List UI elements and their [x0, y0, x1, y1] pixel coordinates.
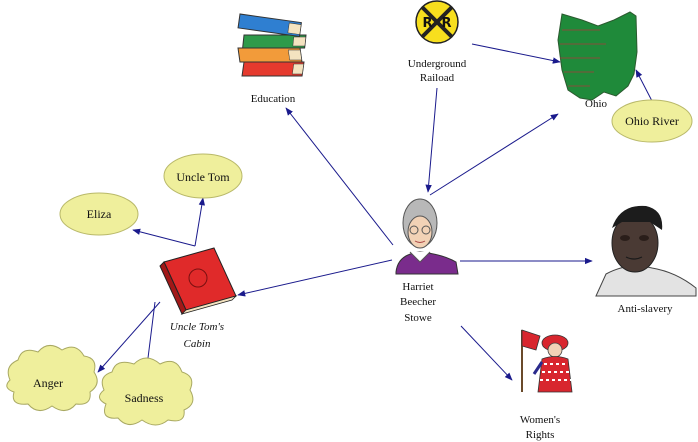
eliza-node — [59, 192, 139, 236]
stowe-portrait-icon — [395, 198, 459, 275]
ohio-river-label: Ohio River — [625, 114, 679, 128]
uncle-tom-label: Uncle Tom — [176, 170, 230, 184]
eliza-label: Eliza — [87, 207, 112, 221]
edge-railroad-stowe — [425, 87, 438, 193]
ohio-state-icon — [557, 11, 638, 101]
railroad-crossing-icon: R R — [415, 0, 459, 44]
center-label-line2: Beecher — [400, 296, 436, 308]
cabin-label-line1: Uncle Tom's — [170, 321, 224, 333]
anger-label: Anger — [33, 376, 63, 390]
railroad-sign-text: R R — [422, 16, 451, 31]
edge-cabin-eliza — [132, 228, 196, 247]
edge-railroad-ohio — [471, 43, 561, 64]
uncle-tom-node — [163, 153, 243, 199]
underground-label-line1: Underground — [408, 58, 467, 70]
underground-label-line2: Raiload — [420, 72, 455, 84]
cabin-book-icon — [159, 247, 238, 315]
ohio-label: Ohio — [585, 98, 608, 110]
womens-rights-figure-icon — [521, 329, 573, 393]
edge-stowe-womensrights — [460, 325, 513, 381]
books-stack-icon — [237, 13, 307, 77]
edge-cabin-anger — [97, 301, 161, 373]
womens-rights-label-line2: Rights — [526, 429, 555, 441]
anger-node — [6, 345, 98, 411]
edge-ohioriver-ohio — [635, 69, 653, 102]
edge-cabin-uncletom — [194, 197, 205, 247]
anti-slavery-label: Anti-slavery — [618, 303, 673, 315]
edge-stowe-ohio — [429, 113, 559, 196]
edge-stowe-cabin — [237, 259, 393, 297]
womens-rights-label-line1: Women's — [520, 414, 560, 426]
sadness-node — [99, 357, 194, 426]
ohio-river-node — [611, 99, 693, 143]
sadness-label: Sadness — [125, 391, 164, 405]
anti-slavery-portrait-icon — [595, 205, 697, 297]
edges — [97, 43, 653, 381]
edge-stowe-education — [285, 107, 394, 246]
center-label-line3: Stowe — [404, 312, 432, 324]
cabin-label-line2: Cabin — [184, 338, 211, 350]
center-label-line1: Harriet — [402, 281, 433, 293]
education-label: Education — [251, 93, 296, 105]
